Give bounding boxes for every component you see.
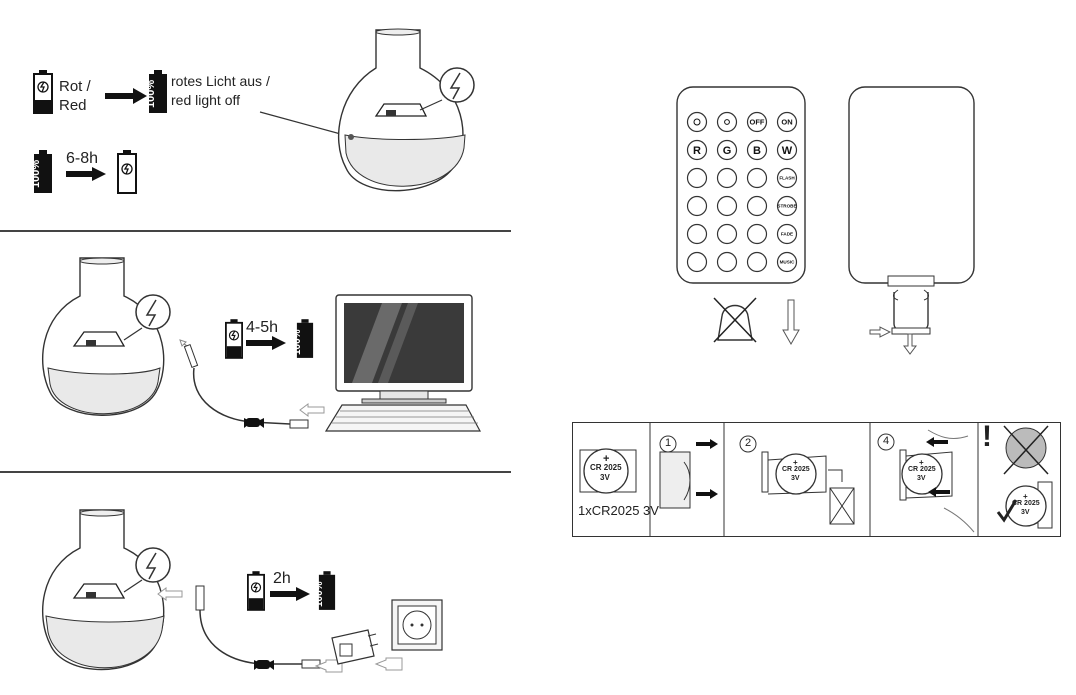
step-2-number: 2 <box>745 437 752 449</box>
cell-model-1: CR 2025 <box>590 463 622 472</box>
battery-full-label-3: 100% <box>292 329 303 355</box>
arrow-left-hollow-icon <box>299 403 325 417</box>
color-w-button-label: W <box>782 145 793 157</box>
cell-model-2: CR 2025 <box>782 466 810 473</box>
color-button-4-3[interactable] <box>746 251 768 273</box>
cell-plus-4: + <box>1023 492 1028 501</box>
cell-voltage-4: 3V <box>1021 509 1030 516</box>
adapter-cable <box>195 585 321 670</box>
on-button[interactable]: ON <box>776 111 798 133</box>
battery-type-label: 1xCR2025 3V <box>578 503 659 518</box>
battery-tray-illustration <box>869 289 931 355</box>
cell-plus-2: + <box>793 458 798 467</box>
color-g-button-label: G <box>723 145 732 157</box>
wall-adapter-illustration <box>314 599 443 673</box>
color-button-1-3[interactable] <box>746 167 768 189</box>
cell-model-4: CR 2025 <box>1012 500 1040 507</box>
red-label-2: Red <box>59 97 87 114</box>
flash-button-label: FLASH <box>779 176 795 181</box>
arrow-right-icon-4 <box>270 587 310 601</box>
strobe-button-label: STROBE <box>777 204 796 209</box>
battery-steps-frame <box>572 422 1061 537</box>
cell-model-3: CR 2025 <box>908 466 936 473</box>
lamp-illustration <box>259 28 475 192</box>
off-button-label: OFF <box>750 118 765 127</box>
color-button-3-2[interactable] <box>716 223 738 245</box>
battery-low-icon <box>33 70 53 114</box>
cell-voltage-1: 3V <box>600 473 610 482</box>
cell-voltage-3: 3V <box>917 475 926 482</box>
usb-cable <box>179 339 309 429</box>
brightness-up-button[interactable] <box>686 111 708 133</box>
color-button-2-2[interactable] <box>716 195 738 217</box>
duration-2h: 2h <box>273 570 291 587</box>
music-button[interactable]: MUSIC <box>776 251 798 273</box>
color-button-1-2[interactable] <box>716 167 738 189</box>
cell-plus-1: + <box>603 453 610 465</box>
battery-full-icon <box>149 70 167 113</box>
strobe-button[interactable]: STROBE <box>776 195 798 217</box>
duration-4-5h: 4-5h <box>246 319 279 336</box>
cell-plus-3: + <box>919 458 924 467</box>
off-button[interactable]: OFF <box>746 111 768 133</box>
arrow-right-icon-3 <box>246 336 286 350</box>
brightness-down-button[interactable] <box>716 111 738 133</box>
step-1-number: 1 <box>665 437 672 449</box>
battery-full-label: 100% <box>145 79 157 108</box>
flash-button[interactable]: FLASH <box>776 167 798 189</box>
red-label: Rot / <box>59 78 91 95</box>
duration-6-8h: 6-8h <box>66 150 99 167</box>
color-button-2-1[interactable] <box>686 195 708 217</box>
battery-low-icon-4 <box>247 571 265 611</box>
color-button-3-1[interactable] <box>686 223 708 245</box>
step-4-number: 4 <box>883 435 890 447</box>
arrow-right-icon-2 <box>66 167 106 181</box>
color-button-2-3[interactable] <box>746 195 768 217</box>
color-r-button[interactable]: R <box>686 139 708 161</box>
color-b-button[interactable]: B <box>746 139 768 161</box>
lamp-illustration-2 <box>41 257 171 416</box>
off-label: rotes Licht aus / <box>171 73 270 89</box>
no-battery-warning-icon <box>713 297 757 343</box>
battery-full-icon-3 <box>296 319 314 358</box>
separator-2 <box>0 471 511 473</box>
color-button-3-3[interactable] <box>746 223 768 245</box>
battery-full-icon-2 <box>34 150 52 193</box>
fade-button-label: FADE <box>781 232 793 237</box>
arrow-left-hollow-icon-2 <box>157 587 183 601</box>
remote-back-cover <box>848 86 975 287</box>
battery-full-icon-4 <box>318 571 336 610</box>
music-button-label: MUSIC <box>780 260 795 265</box>
brightness-up-icon <box>693 118 701 126</box>
color-button-4-2[interactable] <box>716 251 738 273</box>
battery-full-label-2: 100% <box>30 159 42 188</box>
color-b-button-label: B <box>753 145 761 157</box>
fade-button[interactable]: FADE <box>776 223 798 245</box>
color-w-button[interactable]: W <box>776 139 798 161</box>
on-button-label: ON <box>781 118 792 127</box>
arrow-right-icon <box>105 88 147 104</box>
color-button-1-1[interactable] <box>686 167 708 189</box>
cell-voltage-2: 3V <box>791 475 800 482</box>
warning-exclamation: ! <box>982 420 992 453</box>
battery-low-icon-2 <box>117 150 137 194</box>
lamp-illustration-3 <box>41 509 171 671</box>
remote-control: OFF ON R G B W FLASH STROBE FADE MUSIC <box>676 86 806 284</box>
battery-low-icon-3 <box>225 319 243 359</box>
color-r-button-label: R <box>693 145 701 157</box>
computer-monitor-illustration <box>324 294 482 432</box>
arrow-down-hollow-icon <box>782 299 800 346</box>
off-label-2: red light off <box>171 92 241 108</box>
brightness-down-icon <box>724 119 730 125</box>
separator-1 <box>0 230 511 232</box>
color-button-4-1[interactable] <box>686 251 708 273</box>
color-g-button[interactable]: G <box>716 139 738 161</box>
